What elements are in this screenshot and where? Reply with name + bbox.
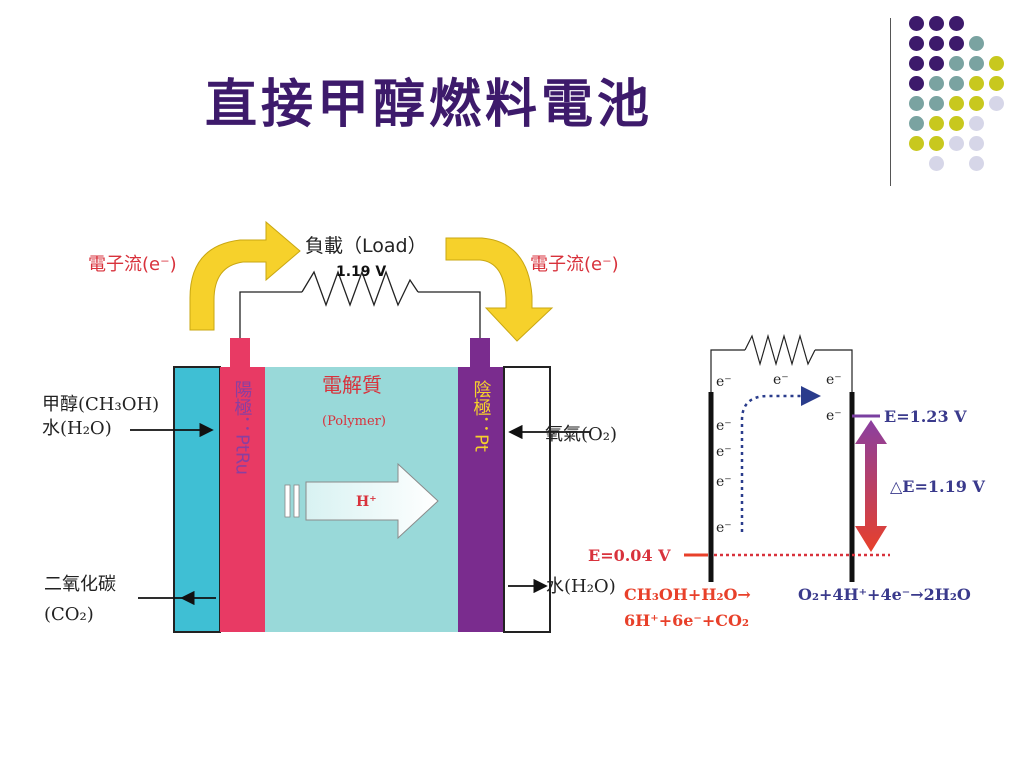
decor-dot <box>949 136 964 151</box>
decor-dot <box>949 16 964 31</box>
decor-dot <box>949 36 964 51</box>
decor-dot <box>909 36 924 51</box>
input-methanol-label: 甲醇(CH₃OH) <box>42 394 159 415</box>
energy-circuit-wire <box>815 349 853 392</box>
decor-dot <box>969 76 984 91</box>
decor-dot <box>909 76 924 91</box>
decor-dot <box>929 56 944 71</box>
decor-dot <box>969 136 984 151</box>
proton-flow-arrow <box>305 462 439 540</box>
decor-dot <box>989 76 1004 91</box>
load-voltage-label: 1.19 V <box>336 264 386 280</box>
energy-circuit-wire <box>710 349 745 392</box>
proton-flow-stripe <box>293 484 300 518</box>
divider-line <box>890 18 891 186</box>
output-water-label: 水(H₂O) <box>546 576 616 597</box>
electron-flow-label-left: 電子流(e⁻) <box>88 254 177 275</box>
cathode-terminal <box>470 338 490 368</box>
decor-dot <box>949 56 964 71</box>
decor-dot <box>929 156 944 171</box>
anode-flow-plate <box>173 366 221 633</box>
cathode-label: 陰極：Pt <box>471 380 492 452</box>
electrolyte-title: 電解質 <box>322 373 382 397</box>
anode-terminal <box>230 338 250 368</box>
external-circuit-wire <box>418 291 481 340</box>
cathode-potential-label: E=1.23 V <box>884 407 967 426</box>
decor-dot <box>909 56 924 71</box>
electron-label: e⁻ <box>826 372 842 388</box>
decor-dot <box>909 136 924 151</box>
decor-dot <box>909 96 924 111</box>
proton-flow-stripe <box>284 484 291 518</box>
potential-difference-label: △E=1.19 V <box>890 477 985 496</box>
anode-electrode <box>220 367 265 632</box>
decor-dot <box>969 96 984 111</box>
electron-label: e⁻ <box>716 474 732 490</box>
electron-label: e⁻ <box>773 372 789 388</box>
decor-dot <box>929 36 944 51</box>
electron-label: e⁻ <box>716 520 732 536</box>
decor-dot <box>949 76 964 91</box>
decor-dot <box>949 116 964 131</box>
decor-dot <box>929 136 944 151</box>
decor-dot <box>989 56 1004 71</box>
anode-label-text: 陽極：PtRu <box>232 380 253 475</box>
electron-flow-label-right: 電子流(e⁻) <box>530 254 619 275</box>
electron-label: e⁻ <box>826 408 842 424</box>
input-water-label: 水(H₂O) <box>42 418 112 439</box>
electron-label: e⁻ <box>716 444 732 460</box>
potential-difference-arrow <box>855 420 887 552</box>
external-circuit-wire <box>239 291 302 340</box>
anode-potential-label: E=0.04 V <box>588 546 671 565</box>
electron-flow-arrow-right <box>445 237 554 342</box>
decor-dot <box>929 76 944 91</box>
decor-dot <box>969 56 984 71</box>
decor-dot <box>929 116 944 131</box>
decor-dot <box>949 96 964 111</box>
anode-label: 陽極：PtRu <box>232 380 253 475</box>
load-label: 負載（Load） <box>305 235 427 257</box>
cathode-reaction: O₂+4H⁺+4e⁻→2H₂O <box>798 585 971 604</box>
anode-reaction-line-1: CH₃OH+H₂O→ <box>624 585 751 604</box>
energy-resistor-symbol <box>744 333 816 367</box>
decor-dot <box>969 156 984 171</box>
electrolyte-subtitle: (Polymer) <box>322 414 386 429</box>
electron-label: e⁻ <box>716 418 732 434</box>
proton-label: H⁺ <box>356 494 377 510</box>
slide-title: 直接甲醇燃料電池 <box>205 74 654 135</box>
decor-dot <box>909 16 924 31</box>
cathode-electrode <box>458 367 504 632</box>
resistor-symbol <box>301 270 419 307</box>
electron-label: e⁻ <box>716 374 732 390</box>
input-oxygen-label: 氧氣(O₂) <box>545 424 617 445</box>
cathode-flow-plate <box>503 366 551 633</box>
decor-dot <box>989 96 1004 111</box>
decor-dot <box>929 96 944 111</box>
cathode-label-text: 陰極：Pt <box>471 380 492 452</box>
decor-dot <box>969 116 984 131</box>
decor-dot <box>909 116 924 131</box>
output-co2-formula: (CO₂) <box>44 604 94 625</box>
decor-dot <box>929 16 944 31</box>
electron-transfer-path <box>740 386 821 532</box>
decor-dot <box>969 36 984 51</box>
electron-flow-arrow-left <box>189 220 301 331</box>
output-co2-label: 二氧化碳 <box>44 574 116 595</box>
anode-reaction-line-2: 6H⁺+6e⁻+CO₂ <box>624 611 749 630</box>
